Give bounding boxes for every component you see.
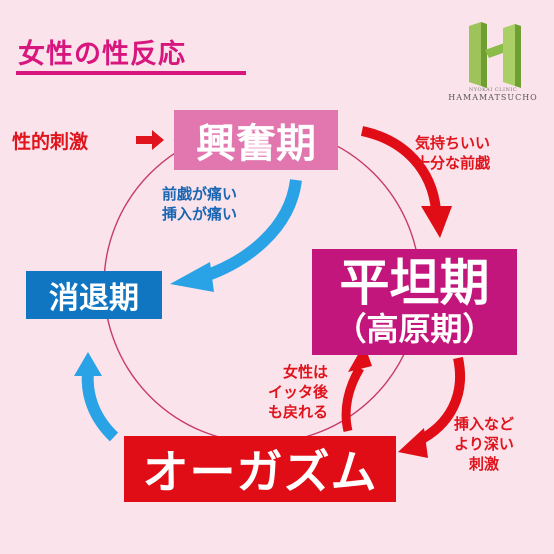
phase-excitement: 興奮期: [174, 110, 338, 170]
stimulus-label: 性的刺激: [12, 131, 89, 153]
note-deeper-line: 挿入など: [454, 415, 515, 433]
note-to-plateau-line: 十分な前戯: [415, 154, 491, 172]
note-return-line: 女性は: [283, 363, 329, 381]
note-return-line: も戻れる: [268, 403, 329, 421]
phase-plateau: 平坦期 （高原期）: [312, 249, 517, 355]
arrow-excitement-to-plateau: [360, 126, 441, 211]
phase-plateau-label: 平坦期: [339, 254, 490, 312]
phase-orgasm: オーガズム: [124, 436, 396, 502]
stimulus-arrow: [136, 130, 164, 150]
phase-resolution: 消退期: [26, 271, 162, 319]
page-title: 女性の性反応: [18, 39, 186, 70]
note-deeper-line: 刺激: [469, 455, 500, 473]
phase-plateau-sublabel: （高原期）: [334, 310, 495, 348]
note-return-line: イッタ後: [268, 383, 329, 401]
note-return: 女性は イッタ後 も戻れる: [268, 362, 328, 422]
note-deeper-line: より深い: [454, 435, 514, 453]
note-to-plateau: 気持ちいい 十分な前戯: [415, 133, 490, 173]
arrow-orgasm-to-plateau: [341, 365, 364, 433]
arrow-orgasm-to-resolution: [81, 371, 119, 442]
arrow-plateau-to-orgasm: [415, 356, 466, 446]
arrow-excitement-to-plateau-head: [421, 206, 452, 238]
title-underline: [16, 71, 246, 75]
note-pain-line: 挿入が痛い: [162, 205, 238, 223]
arrow-excitement-to-resolution-head: [170, 262, 214, 292]
arrow-orgasm-to-resolution-head: [74, 352, 102, 376]
clinic-logo: [463, 20, 533, 112]
note-to-plateau-line: 気持ちいい: [415, 134, 491, 152]
note-pain-line: 前戯が痛い: [162, 185, 238, 203]
logo-mark-icon: [469, 22, 521, 88]
logo-maintext: HAMAMATSUCHO: [448, 93, 538, 102]
note-deeper: 挿入など より深い 刺激: [454, 414, 514, 474]
arrow-excitement-to-resolution: [202, 179, 302, 282]
logo-subtext: NYOKAI CLINIC: [468, 87, 518, 93]
note-pain: 前戯が痛い 挿入が痛い: [162, 184, 237, 224]
arrow-plateau-to-orgasm-head: [398, 428, 428, 458]
